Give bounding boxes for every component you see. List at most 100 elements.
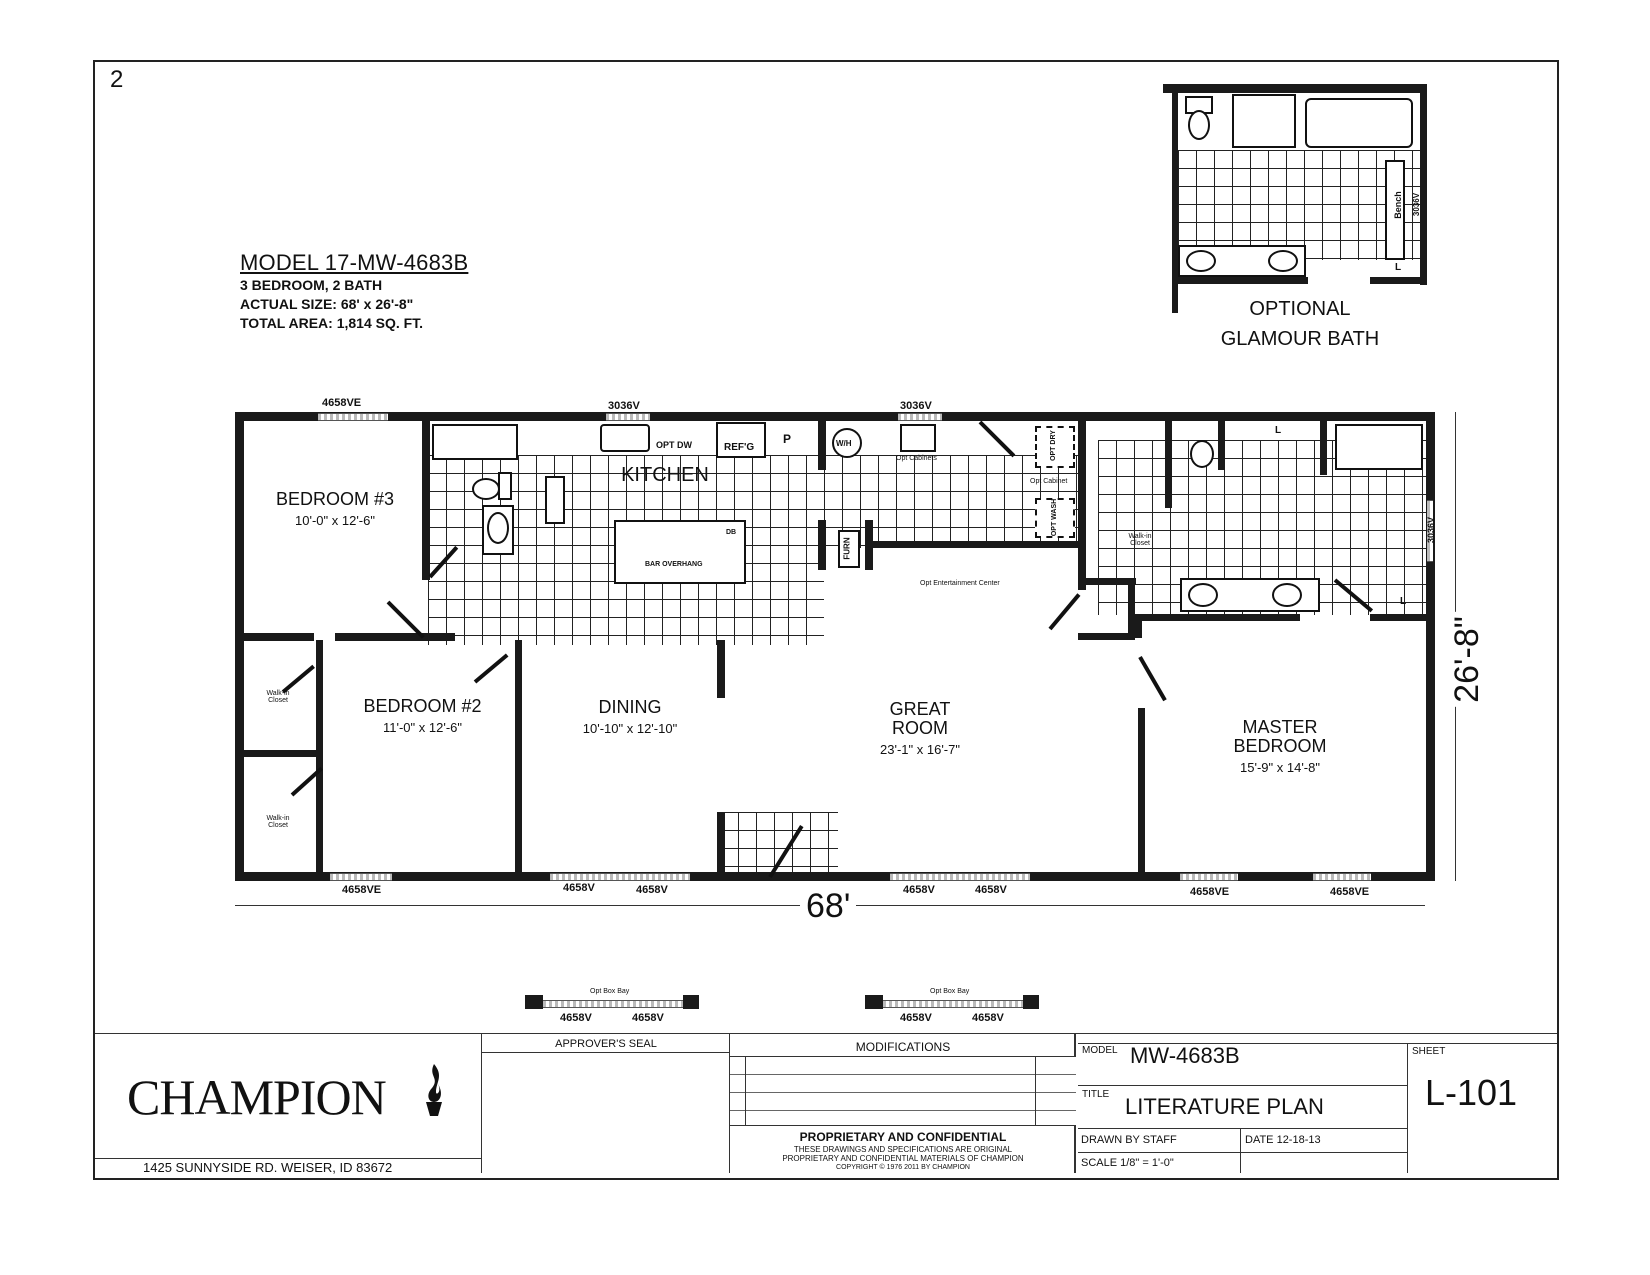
window — [543, 1000, 683, 1008]
wall — [1135, 620, 1142, 638]
bedroom-3-dims: 10'-0" x 12'-6" — [295, 513, 375, 528]
exterior-wall-left — [235, 412, 244, 881]
island-db-label: DB — [726, 529, 737, 536]
wall — [244, 750, 316, 757]
window — [1180, 873, 1238, 881]
water-heater-label: W/H — [836, 439, 852, 448]
sheet-border — [93, 60, 1559, 1180]
walk-in-closet-label: Walk-in Closet — [266, 690, 290, 704]
great-room-name-2: ROOM — [892, 718, 948, 738]
exterior-wall-top — [235, 412, 1435, 421]
exterior-wall-right — [1426, 412, 1435, 881]
wall — [865, 995, 883, 1009]
modifications-table — [730, 1056, 1076, 1126]
wall — [865, 520, 873, 570]
rule — [745, 1056, 746, 1126]
rule — [1240, 1128, 1241, 1173]
kitchen-sink-icon — [600, 424, 650, 452]
walk-in-closet-label: Walk-in Closet — [266, 815, 290, 829]
wall — [1163, 84, 1427, 93]
sink-icon — [1188, 583, 1218, 607]
model-label: MODEL — [1082, 1045, 1118, 1056]
sheet-value: L-101 — [1425, 1072, 1518, 1113]
bedroom-3-name: BEDROOM #3 — [275, 489, 395, 509]
model-info: MODEL 17-MW-4683B 3 BEDROOM, 2 BATH ACTU… — [240, 250, 468, 333]
approvers-seal-cell — [482, 1033, 730, 1173]
master-bedroom-name-1: MASTER — [1242, 717, 1318, 737]
title-label: TITLE — [1082, 1089, 1110, 1100]
furnace — [838, 530, 860, 568]
master-bedroom-name-2: BEDROOM — [1233, 736, 1327, 756]
linen-label: L — [1400, 596, 1407, 607]
window-label: 4658V — [903, 884, 935, 896]
wall — [818, 420, 826, 470]
window-label: 4658VE — [342, 884, 382, 896]
window — [1427, 500, 1433, 562]
title-value: LITERATURE PLAN — [1125, 1094, 1324, 1119]
window-label: 4658V — [563, 882, 595, 894]
actual-size: ACTUAL SIZE: 68' x 26'-8" — [240, 296, 414, 312]
bench-label: Bench — [1392, 191, 1403, 219]
bedroom-2-name: BEDROOM #2 — [363, 696, 482, 716]
sink-icon — [1186, 250, 1216, 272]
total-area: TOTAL AREA: 1,814 SQ. FT. — [240, 315, 424, 331]
copyright: COPYRIGHT © 1976 2011 BY CHAMPION — [836, 1164, 970, 1171]
optional-bath-label-1: OPTIONAL — [1249, 298, 1351, 320]
wall — [244, 633, 314, 641]
wall — [683, 995, 699, 1009]
company-logo: CHAMPION — [127, 1069, 387, 1125]
refrigerator — [716, 422, 766, 458]
wall — [316, 640, 323, 872]
bed-bath-count: 3 BEDROOM, 2 BATH — [240, 277, 383, 293]
toilet-icon — [472, 478, 500, 500]
box-bay-label: Opt Box Bay — [590, 988, 630, 995]
window-label: 4658VE — [322, 397, 362, 409]
window — [898, 413, 942, 421]
toilet-icon — [1190, 440, 1214, 468]
window — [550, 873, 690, 881]
bathtub-icon — [1335, 424, 1423, 470]
wall — [1086, 578, 1136, 585]
model-title-cell — [1078, 1043, 1408, 1173]
window-label: 4658V — [972, 1012, 1004, 1024]
proprietary-line-1: THESE DRAWINGS AND SPECIFICATIONS ARE OR… — [793, 1145, 1013, 1154]
wall — [1178, 277, 1308, 284]
opt-washer — [1035, 498, 1075, 538]
rule — [1078, 1152, 1408, 1153]
bathtub-icon — [432, 424, 518, 460]
window-label: 4658V — [975, 884, 1007, 896]
logo-cell — [95, 1033, 482, 1173]
toilet-tank — [498, 472, 512, 500]
rule — [482, 1052, 730, 1053]
window — [883, 1000, 1023, 1008]
box-bay-label: Opt Box Bay — [930, 988, 970, 995]
drawn-by: DRAWN BY STAFF — [1081, 1134, 1177, 1146]
window — [606, 413, 650, 421]
wall — [1128, 585, 1135, 640]
company-address: 1425 SUNNYSIDE RD. WEISER, ID 83672 — [143, 1160, 393, 1175]
utility-sink-icon — [900, 424, 936, 452]
optional-bath-label-2: GLAMOUR BATH — [1220, 328, 1380, 350]
window-label: 4658V — [560, 1012, 592, 1024]
wall — [1078, 633, 1135, 640]
opt-cabinets-label: Opt Cabinets — [896, 455, 937, 462]
linen-label: L — [1275, 425, 1282, 436]
window-label: 3036V — [1426, 516, 1437, 544]
wall — [1023, 995, 1039, 1009]
sheet-label: SHEET — [1412, 1046, 1446, 1057]
kitchen-label: KITCHEN — [621, 464, 709, 486]
torch-icon — [422, 1062, 446, 1120]
wall — [1218, 420, 1225, 470]
wall — [1138, 708, 1145, 873]
model-title: MODEL 17-MW-4683B — [240, 250, 469, 275]
title-block-top-rule — [95, 1033, 1557, 1180]
wall — [818, 520, 826, 570]
wall — [1370, 614, 1428, 621]
wall — [717, 812, 725, 872]
rule — [1078, 1085, 1408, 1086]
wall — [873, 541, 1083, 548]
wall — [422, 420, 430, 580]
sink-icon — [1272, 583, 1302, 607]
rule — [1035, 1056, 1036, 1126]
wall — [1172, 93, 1178, 313]
